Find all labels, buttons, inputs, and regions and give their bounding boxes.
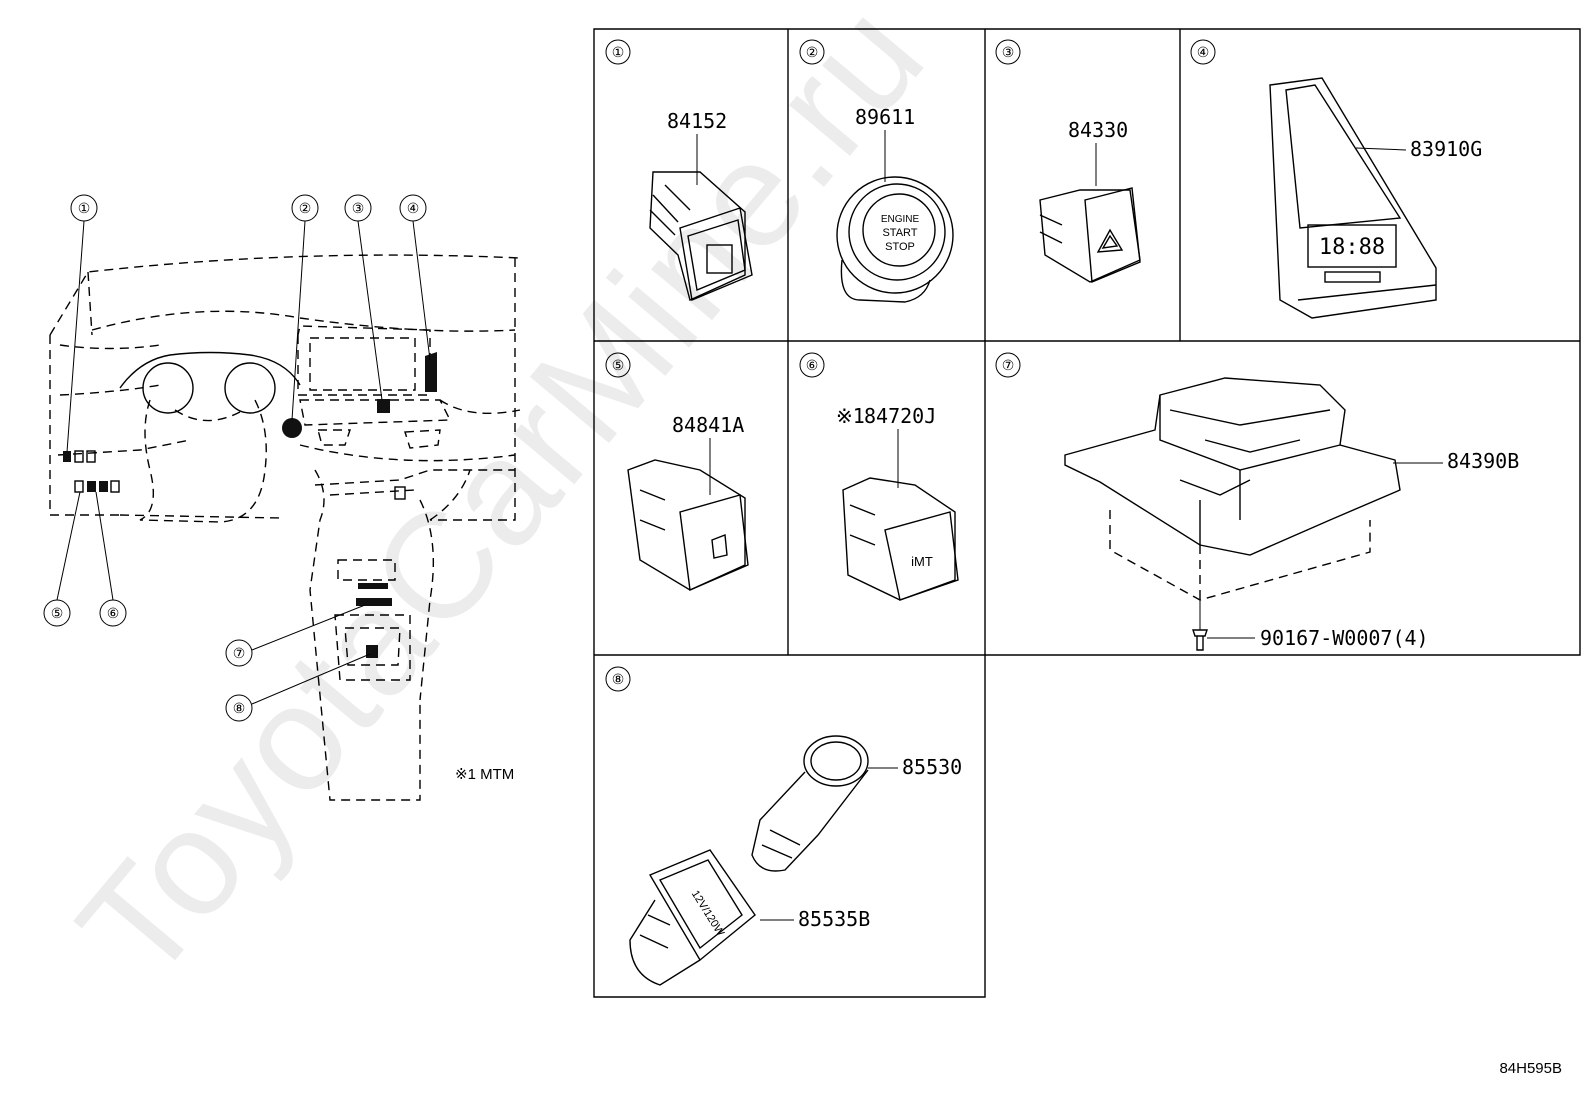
part-85535B: 85535B: [798, 907, 870, 931]
parts-grid: ① ② ③ ④ ⑤ ⑥ ⑦ ⑧ 84152 89611: [593, 28, 1581, 998]
panel-1-number: ①: [612, 44, 625, 60]
button-start-text: START: [882, 227, 917, 239]
button-engine-text: ENGINE: [881, 214, 920, 225]
panel-6-imt-switch: ※1 84720J iMT: [836, 404, 959, 601]
panel-2-start-stop: 89611 ENGINE START STOP: [836, 105, 954, 303]
socket-text: 12V/120W: [689, 888, 727, 938]
part-89611: 89611: [855, 105, 915, 129]
part-84720J-prefix: ※1: [836, 404, 865, 428]
panel-5-switch: 84841A: [627, 413, 749, 592]
callout-8: ⑧: [233, 700, 246, 716]
panel-8-number: ⑧: [612, 671, 625, 687]
panel-7-switch-assembly: 84390B 90167-W0007(4): [1064, 377, 1519, 651]
part-84390B: 84390B: [1447, 449, 1519, 473]
panel-4-clock: 83910G 18:88: [1269, 77, 1482, 319]
panel-3-hazard-switch: 84330: [1039, 118, 1141, 284]
callout-2: ②: [299, 200, 312, 216]
panel-5-number: ⑤: [612, 357, 625, 373]
callout-4: ④: [407, 200, 420, 216]
part-83910G: 83910G: [1410, 137, 1482, 161]
part-85530: 85530: [902, 755, 962, 779]
callout-1: ①: [78, 200, 91, 216]
part-84152: 84152: [667, 109, 727, 133]
callout-3: ③: [352, 200, 365, 216]
panel-3-number: ③: [1002, 44, 1015, 60]
panel-4-number: ④: [1197, 44, 1210, 60]
part-84720J: 84720J: [864, 404, 936, 428]
part-90167-W0007: 90167-W0007(4): [1260, 626, 1429, 650]
button-stop-text: STOP: [885, 241, 915, 253]
panel-1-switch: 84152: [649, 109, 753, 301]
watermark: ToyotaCarMine.ru: [46, 0, 956, 1011]
panel-7-number: ⑦: [1002, 357, 1015, 373]
panel-8-power-outlets: 85530 85535B 12V/120W: [629, 735, 962, 986]
callout-5: ⑤: [51, 605, 64, 621]
part-84330: 84330: [1068, 118, 1128, 142]
diagram-code: 84H595B: [1499, 1060, 1562, 1077]
clock-display-text: 18:88: [1319, 235, 1385, 260]
panel-2-number: ②: [806, 44, 819, 60]
part-84841A: 84841A: [672, 413, 744, 437]
panel-6-number: ⑥: [806, 357, 819, 373]
callout-6: ⑥: [107, 605, 120, 621]
imt-text: iMT: [911, 554, 933, 569]
mtm-note: ※1 MTM: [455, 766, 514, 783]
dashboard-overview: ① ② ③ ④ ⑤ ⑥ ⑦ ⑧ ※1 MTM: [43, 194, 521, 801]
callout-7: ⑦: [233, 645, 246, 661]
